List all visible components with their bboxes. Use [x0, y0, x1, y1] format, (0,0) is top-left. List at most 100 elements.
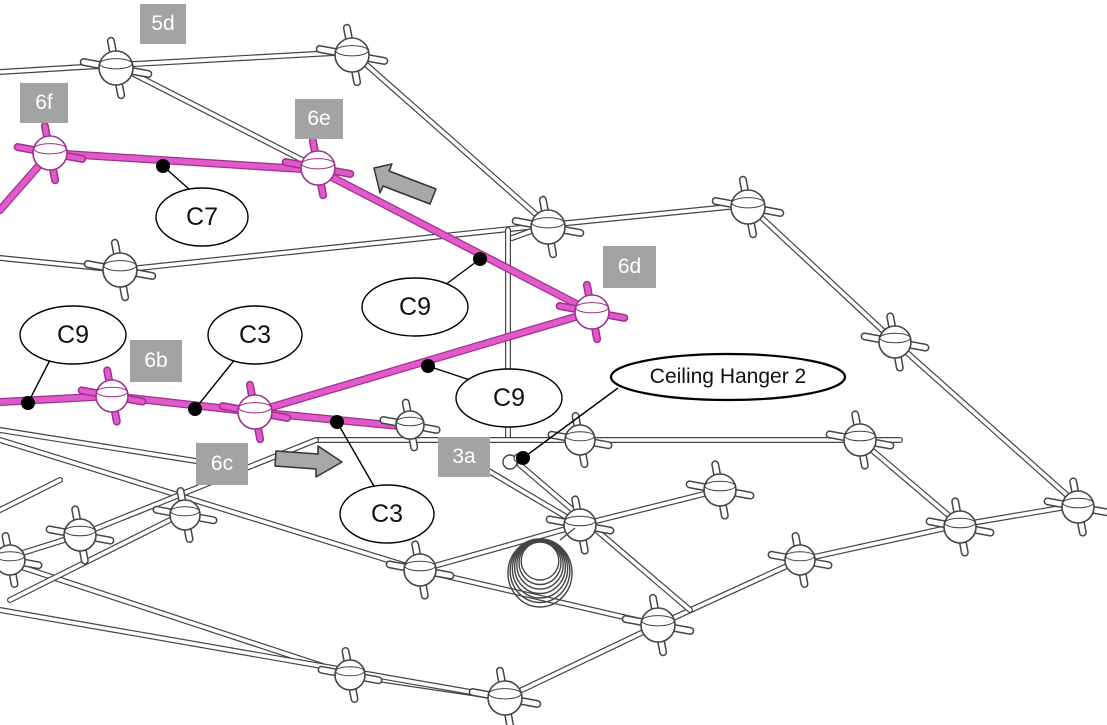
hub-connector-icon	[468, 666, 542, 725]
frame-rod-core	[746, 203, 897, 344]
highlighted-rod-core	[47, 150, 321, 173]
hub-ball	[32, 135, 68, 171]
coil-turn	[516, 540, 564, 590]
callout-point	[473, 252, 487, 266]
hub-ball	[334, 37, 370, 73]
frame-rod-core	[114, 50, 354, 67]
callout-oval	[207, 305, 303, 365]
hub-ring	[396, 416, 424, 427]
hub-ball	[403, 553, 437, 587]
callout-point	[188, 402, 202, 416]
callout-c3-lower: C3	[371, 499, 403, 528]
hub-ball	[530, 209, 566, 245]
coil-turn	[518, 540, 562, 586]
callout-point	[156, 159, 170, 173]
frame-rod-core	[546, 203, 750, 227]
coil-turn	[520, 541, 560, 581]
hub-ring	[565, 431, 595, 442]
hub-connector-icon	[45, 505, 115, 565]
hub-connector-icon	[621, 593, 695, 657]
hub-ring	[33, 143, 67, 155]
hub-connector-icon	[218, 380, 292, 444]
frame-rod-core	[503, 623, 660, 700]
hub-ring	[641, 615, 675, 627]
hub-connector-icon	[0, 532, 43, 588]
frame-rod-core	[578, 488, 722, 527]
callout-oval	[455, 368, 563, 428]
hub-ball	[574, 294, 610, 330]
callout-c9-upper: C9	[399, 292, 431, 321]
hub-connector-icon	[545, 495, 615, 555]
frame-rod-core	[0, 478, 62, 512]
hub-ring	[0, 551, 25, 562]
hub-ball	[237, 394, 273, 430]
hub-ring	[1062, 497, 1094, 509]
coil-spring-icon	[502, 453, 576, 608]
hub-ball	[102, 252, 138, 288]
callout-ceiling-hanger-2: Ceiling Hanger 2	[649, 365, 807, 388]
frame-rod-core	[418, 523, 582, 572]
callout-oval	[339, 484, 435, 544]
leader-line	[522, 387, 619, 459]
hub-ring	[335, 45, 369, 57]
hub-ball	[878, 325, 912, 359]
hub-ball	[843, 423, 877, 457]
hub-connector-icon	[79, 36, 153, 100]
callout-c9-left: C9	[57, 320, 89, 349]
hub-ring	[488, 688, 522, 700]
hub-connector-icon	[77, 366, 147, 426]
hub-connector-icon	[925, 497, 995, 557]
leader-line	[194, 357, 237, 410]
hub-ball	[98, 50, 134, 86]
hub-ring	[879, 332, 911, 344]
callout-point	[330, 415, 344, 429]
hub-ring	[844, 430, 876, 442]
frame-rod-core	[798, 523, 962, 562]
hub-ball	[1061, 490, 1095, 524]
hub-ring	[704, 480, 736, 492]
hub-ring	[103, 260, 137, 272]
leader-line	[444, 258, 481, 286]
hub-ball	[784, 544, 816, 576]
leader-line	[427, 365, 471, 381]
hub-connector-icon	[511, 195, 585, 259]
arrow-left-icon	[373, 163, 437, 205]
step-tag-6c: 6c	[196, 443, 248, 485]
callout-oval	[609, 352, 847, 402]
callout-ovals	[19, 187, 847, 544]
hub-ring	[64, 525, 96, 537]
hub-ball	[395, 410, 425, 440]
callout-c7: C7	[186, 202, 218, 231]
hub-connectors	[0, 23, 1107, 725]
hub-ball	[943, 510, 977, 544]
frame-rod-core	[958, 503, 1080, 527]
hub-ring	[944, 517, 976, 529]
frame-rod-core	[656, 558, 802, 627]
step-tag-6e: 6e	[295, 99, 343, 139]
leader-line	[336, 421, 376, 489]
step-tag-3a: 3a	[438, 437, 490, 477]
frame-rod-core	[0, 438, 422, 572]
hub-ring	[575, 302, 609, 314]
hub-connector-icon	[13, 121, 87, 185]
step-tag-6b: 6b	[130, 340, 182, 382]
hub-ball	[730, 189, 766, 225]
callout-point	[421, 359, 435, 373]
hub-connector-icon	[547, 412, 613, 468]
highlighted-rod-core	[315, 167, 595, 315]
step-tag-6f: 6f	[20, 83, 68, 123]
hub-ring	[238, 402, 272, 414]
frame-rod-core	[893, 340, 1080, 507]
hub-connector-icon	[1043, 477, 1107, 537]
hub-connector-icon	[555, 280, 629, 344]
frame-rod-core	[350, 50, 550, 227]
hub-ring	[531, 217, 565, 229]
callout-point	[21, 396, 35, 410]
callout-c9-right: C9	[493, 383, 525, 412]
frame-rod-core	[518, 463, 692, 612]
hub-connector-icon	[711, 175, 785, 239]
hub-ring	[404, 560, 436, 572]
hub-ball	[63, 518, 97, 552]
arrow-right-icon	[274, 445, 343, 478]
hub-ring	[96, 386, 128, 398]
